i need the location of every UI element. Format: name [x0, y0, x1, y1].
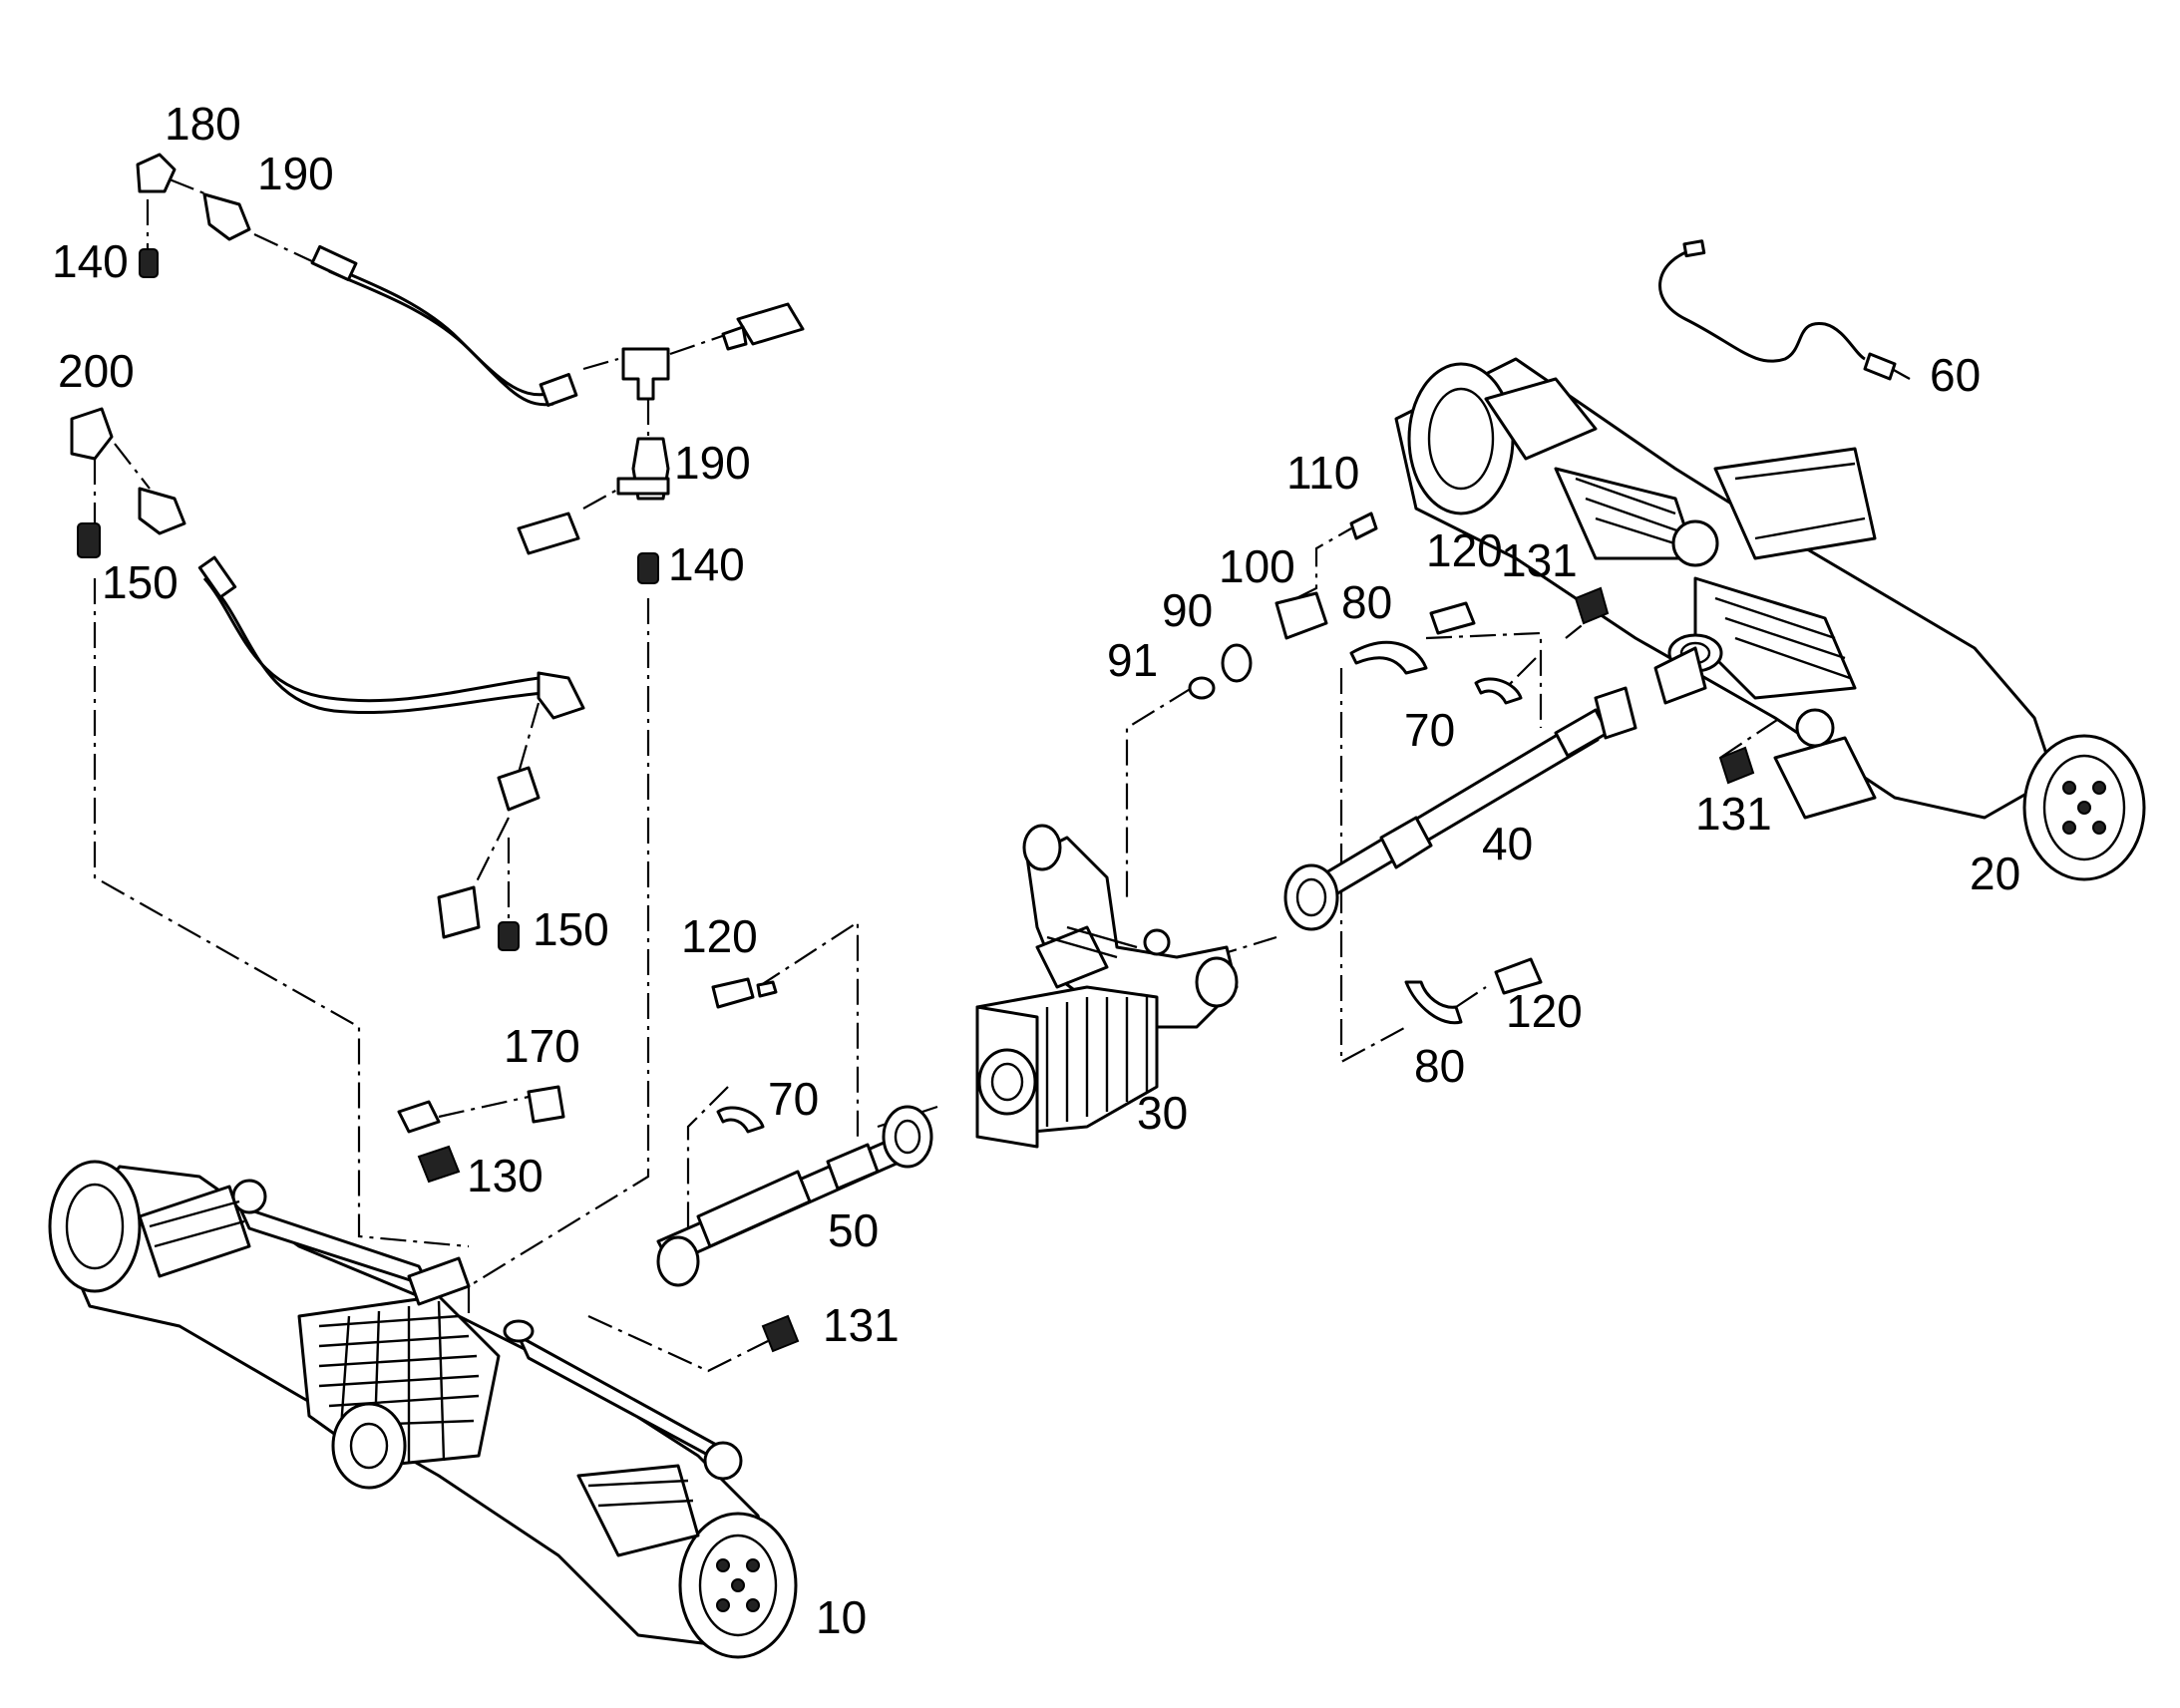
label-180: 180 [165, 98, 241, 150]
label-170: 170 [504, 1020, 580, 1072]
rear-axle-10 [48, 1160, 798, 1659]
label-150-upper: 150 [102, 556, 179, 608]
transfer-box-30 [975, 824, 1239, 1149]
label-190-mid: 190 [674, 437, 751, 489]
label-70-right: 70 [1404, 704, 1455, 756]
propeller-shaft-40 [1283, 646, 1707, 931]
label-60: 60 [1930, 349, 1981, 401]
label-200: 200 [58, 345, 135, 397]
fittings [70, 153, 1755, 1353]
label-50: 50 [828, 1204, 879, 1256]
hydraulic-hose-upper [310, 244, 578, 407]
label-110: 110 [1286, 447, 1359, 499]
label-131-upper: 131 [1501, 534, 1578, 586]
label-100: 100 [1219, 540, 1295, 592]
label-90: 90 [1162, 584, 1213, 636]
label-150-lower: 150 [533, 903, 609, 955]
label-91: 91 [1107, 634, 1158, 686]
label-80-upper: 80 [1341, 576, 1392, 628]
front-axle-20 [1394, 357, 2146, 881]
hydraulic-hose-lower [197, 555, 585, 720]
label-10: 10 [816, 1591, 867, 1643]
label-120-upper: 120 [1426, 524, 1503, 576]
part-labels: 180 190 140 200 150 190 140 150 110 100 … [52, 98, 2020, 1643]
label-131-right: 131 [1695, 788, 1772, 840]
label-70-left: 70 [768, 1073, 819, 1125]
label-30: 30 [1137, 1087, 1188, 1139]
label-140-upper: 140 [52, 235, 129, 287]
label-20: 20 [1970, 848, 2020, 899]
label-131-lower: 131 [823, 1299, 900, 1351]
label-80-lower: 80 [1414, 1040, 1465, 1092]
sensor-cable-60 [1658, 239, 1911, 381]
propeller-shaft-50 [656, 1105, 933, 1287]
label-40: 40 [1482, 818, 1533, 869]
label-140-mid: 140 [668, 538, 745, 590]
label-120-left: 120 [681, 910, 758, 962]
label-120-right: 120 [1506, 985, 1583, 1037]
label-190-upper: 190 [257, 148, 334, 199]
label-130: 130 [467, 1150, 544, 1201]
